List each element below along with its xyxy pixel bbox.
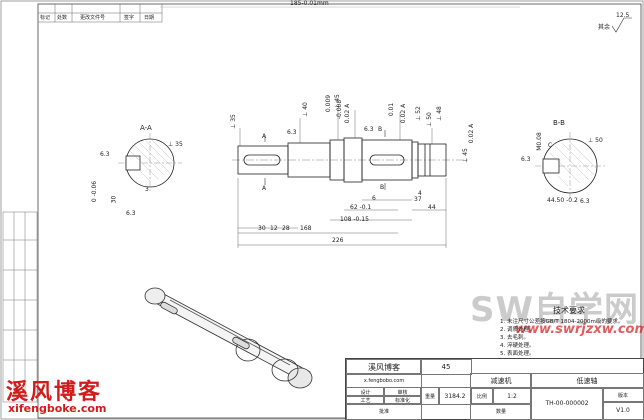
tb-drawing-no: TH-00-000002 bbox=[530, 387, 604, 420]
dim-226: 226 bbox=[332, 237, 344, 244]
dim-44: 44 bbox=[428, 204, 436, 211]
dia-40: ⊥ 40 bbox=[301, 102, 309, 117]
tb-company: 溪风博客 bbox=[346, 359, 422, 375]
tb-qty-label: 数量 bbox=[470, 403, 532, 420]
rough-top-2: 6.3 bbox=[364, 126, 374, 133]
top-dimension: 185-0.01mm bbox=[290, 0, 329, 7]
tb-weight-label: 重量 bbox=[420, 387, 440, 405]
tech-req-item: 1. 未注尺寸公差按GB/T 1804-2000m级的要求。 bbox=[500, 319, 624, 325]
watermark-url: www.swrjzxw.com bbox=[515, 322, 644, 337]
sec-b-tolerance: M0.08 bbox=[535, 132, 543, 151]
sec-a-tolerance: 0 -0.06 bbox=[91, 180, 99, 203]
tb-row-design: 设计 bbox=[346, 387, 385, 397]
dia-35: ⊥ 35 bbox=[229, 114, 237, 129]
tb-version: V1.0 bbox=[602, 401, 644, 420]
dim-4: 4 bbox=[418, 190, 422, 197]
sec-b-roughness-2: 6.3 bbox=[580, 198, 590, 205]
tech-requirements: 技术要求 1. 未注尺寸公差按GB/T 1804-2000m级的要求。 2. 调… bbox=[500, 305, 638, 358]
sec-a-depth: 30 bbox=[110, 195, 118, 204]
rough-top-1: 6.3 bbox=[287, 129, 297, 136]
shaft-isometric-view bbox=[144, 287, 313, 389]
section-a-title: A-A bbox=[140, 124, 152, 132]
sec-a-width: 3 bbox=[145, 186, 149, 193]
title-block: 溪风博客 45 x.fengbobo.com 减速机 低速轴 设计 审核 工艺 … bbox=[345, 358, 644, 420]
dim-28: 28 bbox=[282, 225, 290, 232]
tol-3: 0.02 A bbox=[344, 103, 352, 124]
dia-50: ⊥ 50 bbox=[425, 112, 433, 127]
remainder-label: 其余 bbox=[598, 24, 611, 31]
rev-col-file: 更改文件号 bbox=[80, 15, 106, 21]
tech-req-item: 2. 调质处理。 bbox=[500, 327, 535, 333]
dim-62: 62 -0.1 bbox=[350, 204, 372, 211]
tb-row-approve: 批准 bbox=[346, 403, 422, 420]
section-b-title: B-B bbox=[553, 119, 565, 127]
tech-req-item: 5. 表面处理。 bbox=[500, 351, 535, 357]
tb-company-url: x.fengbobo.com bbox=[346, 373, 422, 388]
section-b-view bbox=[535, 132, 605, 200]
watermark-text: SW自学网 bbox=[470, 290, 639, 330]
tb-weight: 3184.2 bbox=[438, 387, 472, 405]
tol-6: 0.02 A bbox=[468, 123, 476, 144]
sec-b-roughness: 6.3 bbox=[521, 156, 531, 163]
rev-col-sign: 签字 bbox=[124, 15, 135, 21]
tol-5: 0.02 A bbox=[400, 103, 408, 124]
dia-48: ⊥ 48 bbox=[435, 106, 443, 121]
blog-logo-url: xifengboke.com bbox=[8, 402, 107, 415]
marker-b-bottom: B bbox=[380, 184, 385, 191]
section-a-view bbox=[118, 133, 182, 193]
marker-b-top: B bbox=[378, 126, 383, 133]
tb-material: 45 bbox=[420, 359, 472, 375]
tech-req-item: 4. 淬硬处理。 bbox=[500, 343, 535, 349]
dia-52: ⊥ 52 bbox=[414, 106, 422, 121]
tb-scale: 1:2 bbox=[492, 387, 532, 405]
sec-a-roughness: 6.3 bbox=[100, 151, 110, 158]
dia-45b: ⊥ 45 bbox=[461, 148, 469, 163]
tb-assembly: 减速机 bbox=[470, 373, 532, 389]
tb-row-std: 标准化 bbox=[383, 395, 422, 405]
sec-b-width: 44.50 -0.2 bbox=[547, 197, 578, 204]
tech-req-title: 技术要求 bbox=[553, 306, 585, 315]
dim-108: 108 -0.15 bbox=[340, 216, 369, 223]
roughness-value: 12.5 bbox=[616, 12, 630, 19]
shaft-main-view bbox=[232, 137, 470, 183]
tol-2: -0.008 bbox=[336, 99, 344, 120]
tb-row-process: 工艺 bbox=[346, 395, 385, 405]
tol-4: 0.01 bbox=[388, 102, 396, 117]
rev-col-date: 日期 bbox=[144, 15, 155, 21]
rev-col-count: 处数 bbox=[57, 15, 68, 21]
dim-6: 6 bbox=[372, 195, 376, 202]
sec-b-diameter: ⊥ 50 bbox=[588, 137, 603, 144]
marker-a-top: A bbox=[262, 133, 267, 140]
dim-12: 12 bbox=[270, 225, 278, 232]
tech-req-item: 3. 去毛刺。 bbox=[500, 335, 529, 341]
dim-37: 37 bbox=[414, 196, 422, 203]
rev-col-mark: 标记 bbox=[40, 15, 51, 21]
dim-168: 168 bbox=[300, 225, 312, 232]
blog-logo: 溪风博客 bbox=[6, 379, 103, 405]
dim-30: 30 bbox=[258, 225, 266, 232]
marker-a-bottom: A bbox=[262, 185, 267, 192]
sec-b-datum: C bbox=[548, 142, 553, 149]
sec-a-diameter: ⊥ 35 bbox=[168, 141, 183, 148]
tb-row-review: 审核 bbox=[383, 387, 422, 397]
tol-1: 0.009 bbox=[325, 94, 333, 113]
tb-scale-label: 比例 bbox=[470, 387, 494, 405]
sec-a-roughness-2: 6.3 bbox=[126, 210, 136, 217]
